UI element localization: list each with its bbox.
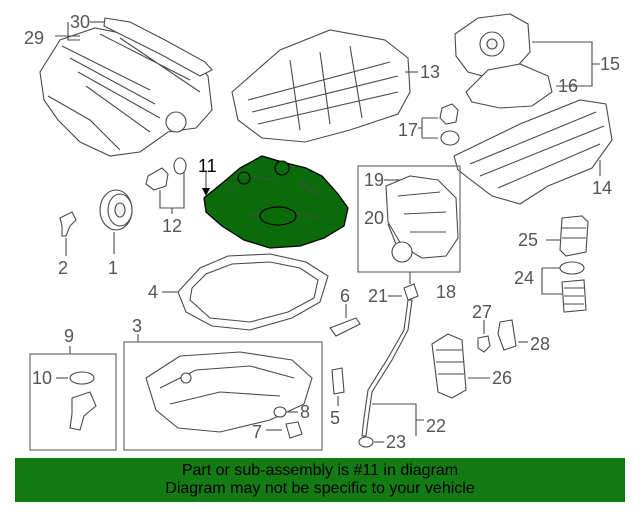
cooler-fins [436, 349, 464, 375]
callout-11[interactable]: 11 [198, 156, 217, 176]
plug-17-part[interactable] [439, 103, 459, 125]
leader-22 [372, 403, 424, 436]
callout-24[interactable]: 24 [514, 268, 534, 288]
gasket-28-part[interactable] [497, 319, 517, 351]
oil-filter-housing-part[interactable] [559, 215, 589, 257]
callout-7[interactable]: 7 [252, 422, 262, 442]
callout-30[interactable]: 30 [70, 12, 90, 32]
seal-12-part[interactable] [173, 157, 187, 175]
callout-5[interactable]: 5 [330, 408, 340, 428]
oil-pan-part[interactable] [145, 351, 313, 433]
cam-housing-part[interactable] [454, 13, 531, 79]
callout-16[interactable]: 16 [558, 76, 578, 96]
group-box-18 [357, 165, 461, 273]
upper-oil-pan-part[interactable] [203, 155, 349, 249]
callout-14[interactable]: 14 [592, 178, 612, 198]
drain-plug-7-part[interactable] [285, 421, 303, 439]
callout-10[interactable]: 10 [32, 368, 52, 388]
callout-29[interactable]: 29 [24, 28, 44, 48]
banner-line-1: Part or sub-assembly is #11 in diagram [181, 462, 459, 479]
seal-23-part[interactable] [358, 436, 374, 448]
callout-8[interactable]: 8 [300, 402, 310, 422]
callout-21[interactable]: 21 [368, 286, 388, 306]
callout-1[interactable]: 1 [108, 258, 118, 278]
bolt-2-part[interactable] [59, 211, 77, 237]
sensor-6-part[interactable] [329, 317, 361, 337]
callout-3[interactable]: 3 [132, 316, 142, 336]
leader-24 [541, 267, 562, 295]
seal-10-part[interactable] [69, 371, 95, 385]
cover-16-part[interactable] [465, 63, 553, 109]
callout-2[interactable]: 2 [58, 258, 68, 278]
info-banner: Part or sub-assembly is #11 in diagram D… [15, 458, 625, 502]
callout-23[interactable]: 23 [386, 432, 406, 452]
leader-29-30 [55, 22, 80, 41]
seal-20-part[interactable] [391, 241, 413, 263]
oil-pan-gasket-part[interactable] [177, 253, 329, 331]
callout-15[interactable]: 15 [600, 54, 620, 74]
callout-12[interactable]: 12 [162, 216, 182, 236]
callout-17[interactable]: 17 [398, 120, 418, 140]
bolt-27-part[interactable] [477, 335, 491, 353]
group-box-3 [123, 341, 323, 451]
callout-20[interactable]: 20 [364, 208, 384, 228]
sensor-12-part[interactable] [145, 167, 169, 191]
callout-28[interactable]: 28 [530, 334, 550, 354]
cylinder-head-part[interactable] [231, 29, 411, 143]
leader-15-16 [532, 41, 600, 87]
leader-11-arrow [202, 188, 210, 196]
banner-line-2: Diagram may not be specific to your vehi… [165, 480, 475, 497]
callout-13[interactable]: 13 [420, 62, 440, 82]
filter-pleats [564, 287, 584, 305]
timing-cover-part[interactable] [385, 175, 459, 259]
callout-25[interactable]: 25 [518, 230, 538, 250]
callout-27[interactable]: 27 [472, 302, 492, 322]
callout-19[interactable]: 19 [364, 170, 384, 190]
leader-12 [159, 172, 185, 214]
callout-6[interactable]: 6 [340, 286, 350, 306]
intake-manifold-part[interactable] [39, 27, 213, 157]
callout-4[interactable]: 4 [148, 282, 158, 302]
pulley-part[interactable] [99, 189, 133, 231]
leader-20 [387, 223, 397, 245]
dipstick-tube-22-part[interactable] [361, 299, 413, 437]
leader-17 [418, 117, 438, 139]
plug-5-part[interactable] [331, 367, 345, 395]
sensor-10-part[interactable] [69, 391, 97, 431]
gasket-30-part[interactable] [103, 17, 213, 77]
seal-24-part[interactable] [559, 261, 585, 275]
callout-18[interactable]: 18 [436, 282, 456, 302]
washer-8-part[interactable] [273, 406, 287, 418]
oil-cooler-26-part[interactable] [431, 333, 467, 399]
valve-cover-part[interactable] [453, 99, 613, 205]
callout-22[interactable]: 22 [426, 416, 446, 436]
seal-17-part[interactable] [440, 130, 460, 146]
callout-26[interactable]: 26 [492, 368, 512, 388]
group-box-9 [29, 353, 117, 451]
callout-9[interactable]: 9 [64, 326, 74, 346]
dipstick-21-part[interactable] [403, 283, 419, 301]
